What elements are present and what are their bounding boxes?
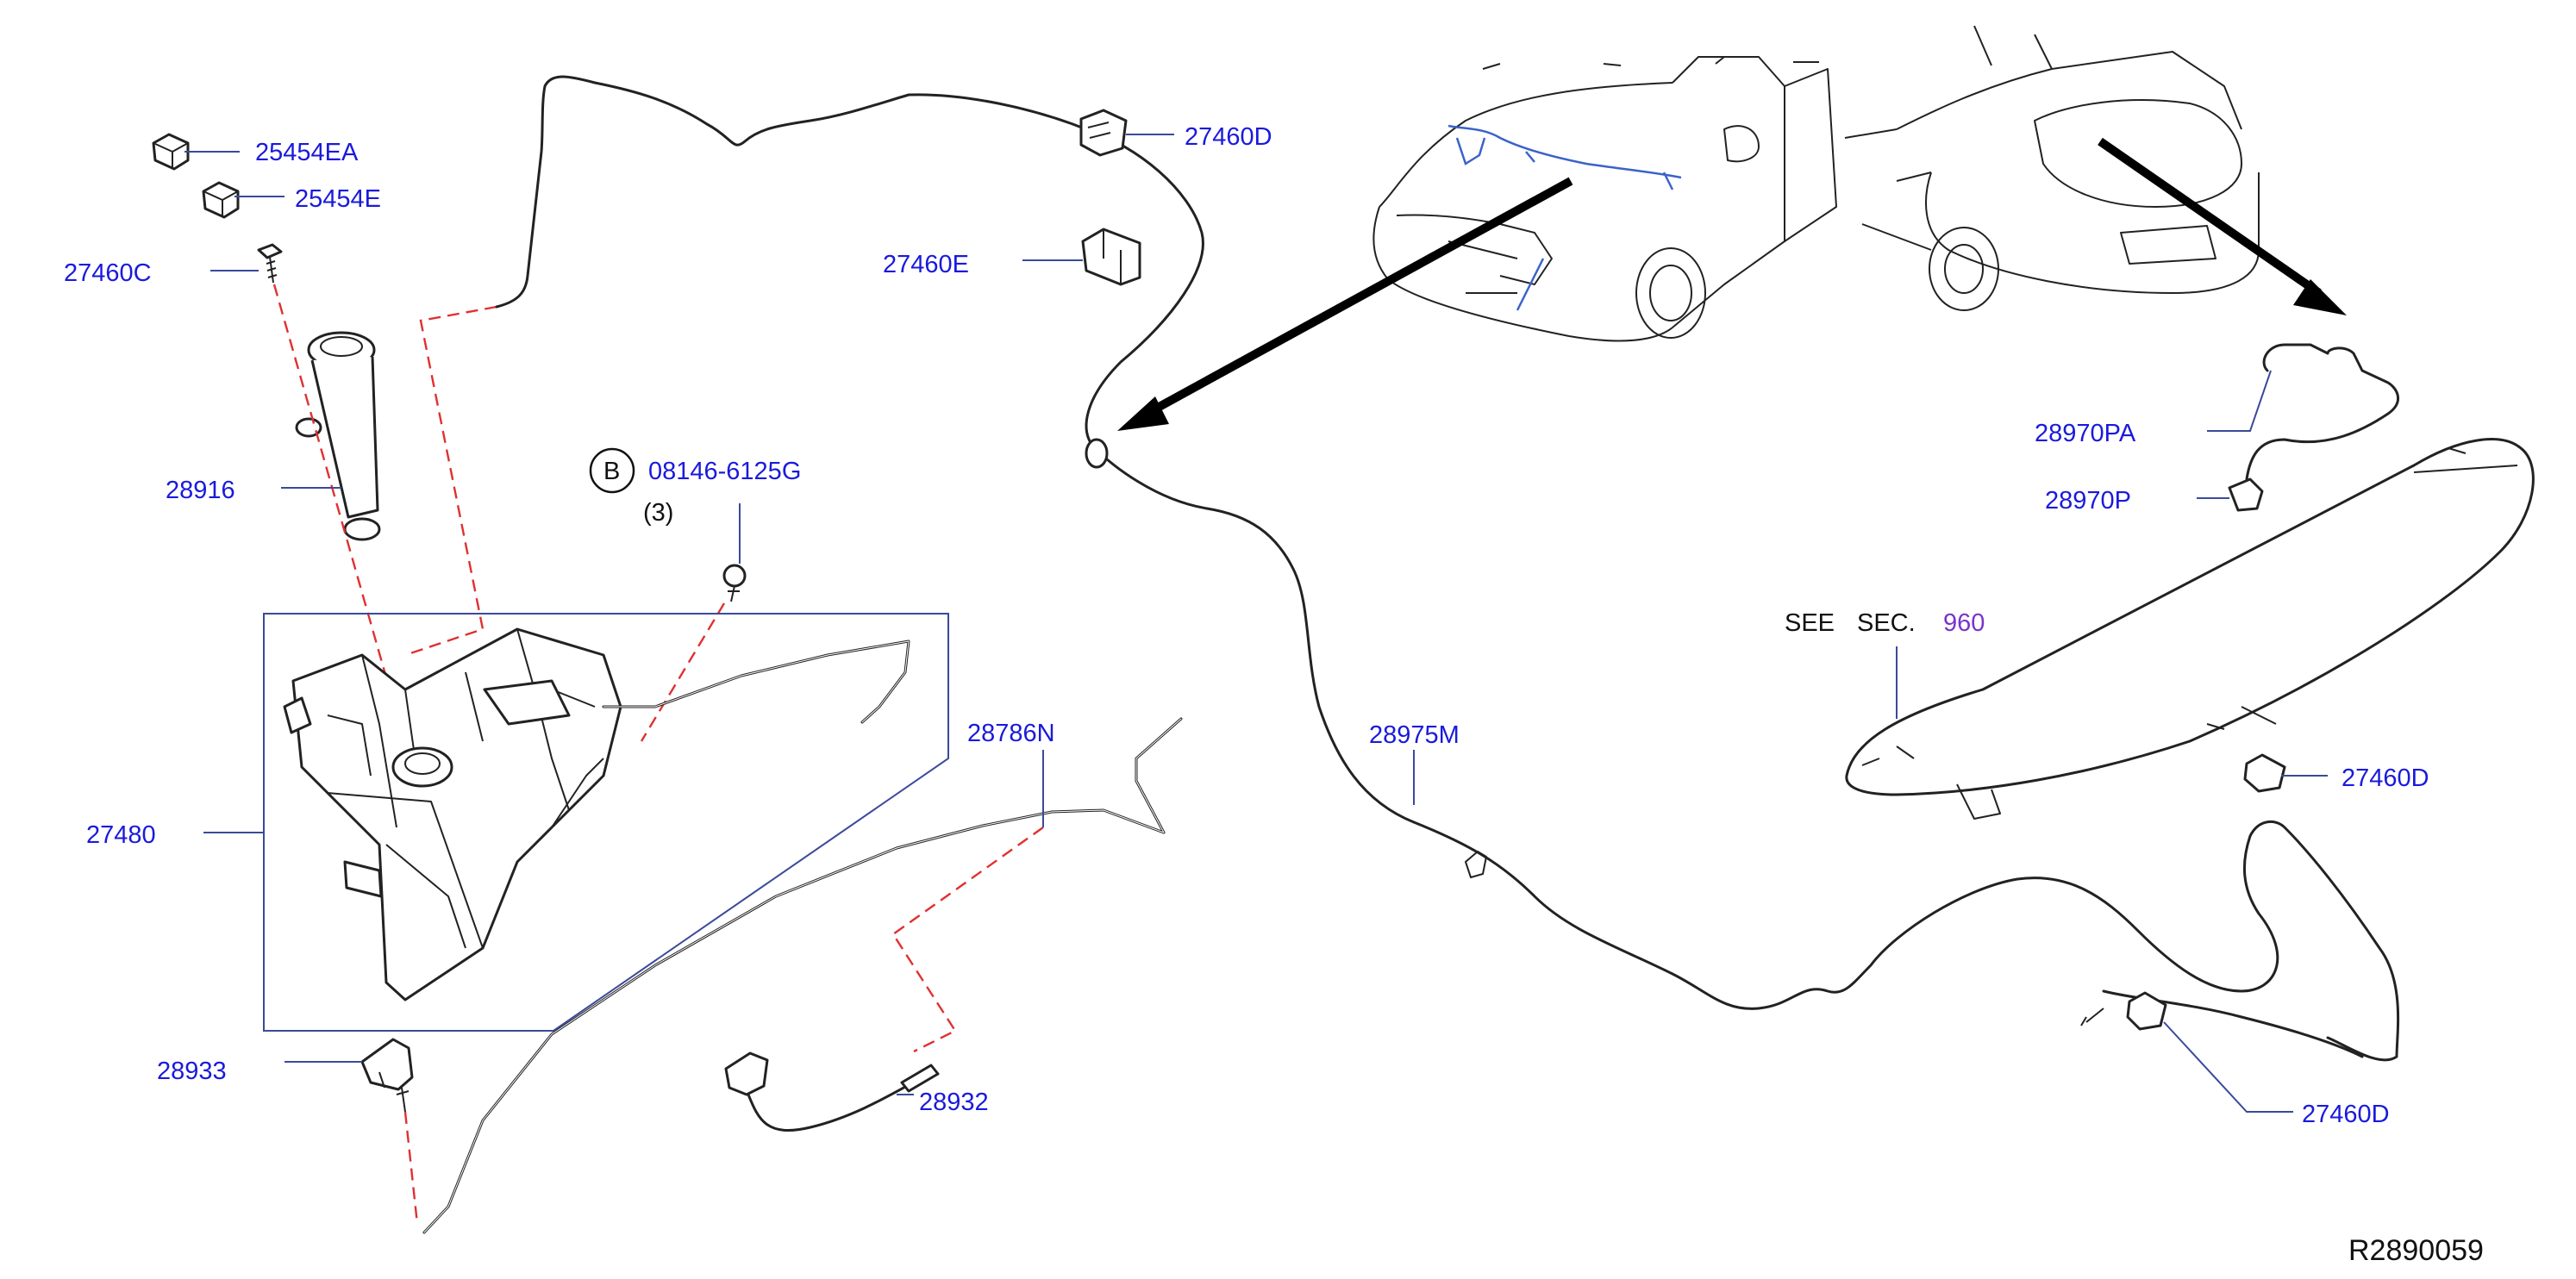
clip-27460E bbox=[1081, 228, 1141, 286]
label-27460E[interactable]: 27460E bbox=[883, 251, 969, 278]
label-28933[interactable]: 28933 bbox=[157, 1058, 227, 1085]
nozzle-28933 bbox=[360, 1038, 414, 1113]
section-960-link[interactable]: 960 bbox=[1943, 609, 1985, 637]
tank-outlet-hose bbox=[602, 640, 910, 724]
rear-vehicle-sketch bbox=[1844, 25, 2260, 311]
clip-27460D-bottom bbox=[2080, 991, 2167, 1031]
label-28786N[interactable]: 28786N bbox=[967, 720, 1055, 747]
assembly-line-hose-top bbox=[404, 305, 497, 657]
label-27460D-right[interactable]: 27460D bbox=[2342, 764, 2429, 792]
rear-arrow bbox=[2098, 137, 2347, 315]
assembly-line-bolt bbox=[640, 602, 726, 742]
hose-28786N bbox=[422, 717, 1183, 1234]
leader-27460D-bottom bbox=[2163, 1021, 2293, 1113]
rear-spoiler bbox=[1845, 438, 2535, 820]
label-28932[interactable]: 28932 bbox=[919, 1089, 989, 1116]
hose-28975M bbox=[495, 75, 2400, 1062]
label-27460D-bottom[interactable]: 27460D bbox=[2302, 1101, 2390, 1128]
label-08146-6125G[interactable]: 08146-6125G bbox=[648, 458, 801, 485]
label-25454EA[interactable]: 25454EA bbox=[255, 139, 359, 166]
label-28975M[interactable]: 28975M bbox=[1369, 721, 1460, 749]
bolt-08146-6125G bbox=[722, 564, 747, 602]
label-28970PA[interactable]: 28970PA bbox=[2035, 420, 2136, 447]
nozzle-28932 bbox=[724, 1051, 940, 1132]
washer-tank-27480 bbox=[283, 627, 622, 1001]
clip-27460D-right bbox=[2243, 753, 2286, 793]
front-vehicle-sketch bbox=[1372, 56, 1837, 342]
clip-27460D-top bbox=[1079, 109, 1128, 157]
clip-25454EA bbox=[152, 133, 190, 171]
label-27460C[interactable]: 27460C bbox=[64, 259, 152, 287]
label-25454E[interactable]: 25454E bbox=[295, 185, 381, 213]
see-text: SEE bbox=[1785, 609, 1835, 637]
grommet-hose-connector bbox=[1085, 438, 1109, 469]
label-28970P[interactable]: 28970P bbox=[2045, 487, 2131, 515]
filler-tube-28916 bbox=[295, 331, 381, 541]
front-arrow bbox=[1117, 177, 1573, 431]
bolt-callout-circle bbox=[589, 447, 635, 494]
nozzle-28970P bbox=[2228, 343, 2399, 512]
tank-assembly-frame bbox=[263, 613, 949, 1032]
bolt-callout-letter: B bbox=[603, 458, 620, 485]
label-27480[interactable]: 27480 bbox=[86, 821, 156, 849]
clip-25454E bbox=[202, 181, 240, 219]
assembly-line-nozzle-28933 bbox=[403, 1111, 419, 1225]
label-28916[interactable]: 28916 bbox=[166, 477, 235, 504]
diagram-id: R2890059 bbox=[2348, 1234, 2484, 1267]
leader-28970PA bbox=[2207, 370, 2272, 432]
label-27460D-top[interactable]: 27460D bbox=[1185, 123, 1272, 151]
screw-27460C bbox=[257, 243, 283, 284]
bolt-quantity: (3) bbox=[643, 499, 673, 527]
sec-text: SEC. bbox=[1857, 609, 1916, 637]
